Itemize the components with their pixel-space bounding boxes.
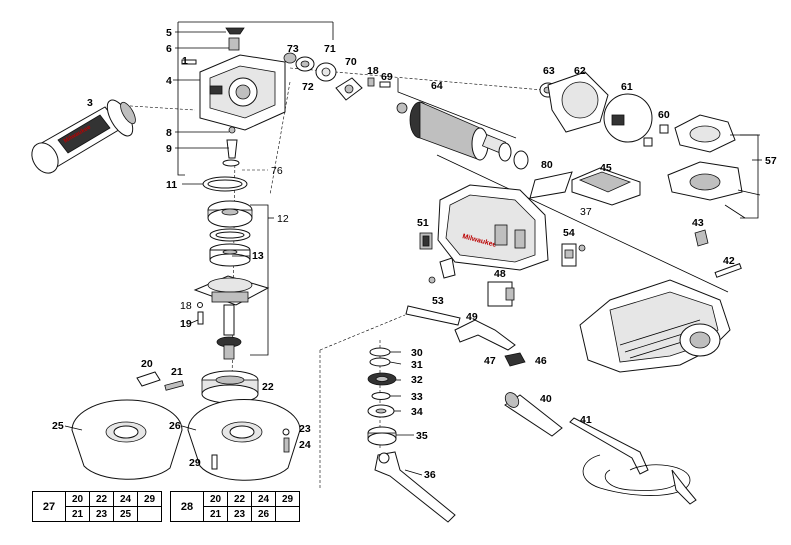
callout-63: 63 bbox=[543, 65, 555, 77]
kit-cell: 25 bbox=[113, 506, 138, 522]
power-cord bbox=[504, 392, 697, 505]
callout-1: 1 bbox=[182, 55, 188, 67]
kit-cell: 22 bbox=[89, 491, 114, 507]
callout-3: 3 bbox=[87, 97, 93, 109]
callout-6: 6 bbox=[166, 43, 172, 55]
callout-37: 37 bbox=[580, 206, 592, 218]
kit-table-27: 27 20 22 24 29 21 23 25 bbox=[32, 491, 162, 522]
callout-71: 71 bbox=[324, 43, 336, 55]
kit-cell: 20 bbox=[65, 491, 90, 507]
wheel-guard-25 bbox=[71, 399, 183, 480]
callout-31: 31 bbox=[411, 359, 423, 371]
kit-cell: 23 bbox=[89, 506, 114, 522]
guard-clamp bbox=[201, 370, 259, 404]
callout-21: 21 bbox=[171, 366, 183, 378]
callout-57: 57 bbox=[765, 155, 777, 167]
brush-holder-parts bbox=[539, 71, 669, 147]
spanner-wrench bbox=[374, 451, 456, 523]
callout-43: 43 bbox=[692, 217, 704, 229]
callout-40: 40 bbox=[540, 393, 552, 405]
label-ticks bbox=[64, 31, 762, 476]
kit-cell: 26 bbox=[251, 506, 276, 522]
callout-45: 45 bbox=[600, 162, 612, 174]
wheel-guard-26 bbox=[187, 398, 301, 481]
callout-61: 61 bbox=[621, 81, 633, 93]
spindle-assembly bbox=[193, 200, 270, 360]
callout-46: 46 bbox=[535, 355, 547, 367]
callout-72: 72 bbox=[302, 81, 314, 93]
callout-26: 26 bbox=[169, 420, 181, 432]
kit-cell bbox=[137, 506, 162, 522]
kit-cell: 24 bbox=[251, 491, 276, 507]
kit-cell bbox=[275, 506, 300, 522]
callout-41: 41 bbox=[580, 414, 592, 426]
callout-69: 69 bbox=[381, 71, 393, 83]
callout-73: 73 bbox=[287, 43, 299, 55]
latch-parts bbox=[136, 371, 184, 391]
callout-5: 5 bbox=[166, 27, 172, 39]
callout-60: 60 bbox=[658, 109, 670, 121]
kit-number: 27 bbox=[32, 491, 66, 522]
kit-cell: 23 bbox=[227, 506, 252, 522]
callout-64: 64 bbox=[431, 80, 443, 92]
callout-11: 11 bbox=[166, 179, 177, 191]
callout-34: 34 bbox=[411, 406, 423, 418]
callout-29: 29 bbox=[189, 457, 201, 469]
callout-18-top: 18 bbox=[367, 65, 379, 77]
callout-13: 13 bbox=[252, 250, 264, 262]
callout-54: 54 bbox=[563, 227, 575, 239]
callout-30: 30 bbox=[411, 347, 423, 359]
switch-plate-parts bbox=[529, 167, 641, 206]
right-small-parts bbox=[561, 229, 742, 278]
kit-cell: 29 bbox=[275, 491, 300, 507]
kit-cell: 20 bbox=[203, 491, 228, 507]
callout-22: 22 bbox=[262, 381, 274, 393]
callout-18-left: 18 bbox=[180, 300, 192, 312]
callout-35: 35 bbox=[416, 430, 428, 442]
top-small-parts bbox=[283, 52, 391, 101]
kit-cell: 21 bbox=[65, 506, 90, 522]
brush-covers bbox=[667, 114, 761, 219]
flange-stack bbox=[367, 347, 397, 446]
side-handle bbox=[31, 99, 136, 174]
leader-lines bbox=[114, 21, 759, 490]
kit-cell: 21 bbox=[203, 506, 228, 522]
callout-20: 20 bbox=[141, 358, 153, 370]
armature bbox=[396, 101, 529, 170]
callout-47: 47 bbox=[484, 355, 496, 367]
callout-labels: 5 6 1 4 3 8 9 11 76 12 13 18 19 20 21 22… bbox=[52, 27, 777, 481]
callout-32: 32 bbox=[411, 374, 423, 386]
callout-53: 53 bbox=[432, 295, 444, 307]
callout-25: 25 bbox=[52, 420, 64, 432]
callout-62: 62 bbox=[574, 65, 586, 77]
callout-48: 48 bbox=[494, 268, 506, 280]
callout-33: 33 bbox=[411, 391, 423, 403]
switch-assembly bbox=[405, 232, 526, 367]
callout-4: 4 bbox=[166, 75, 172, 87]
callout-24: 24 bbox=[299, 439, 311, 451]
callout-42: 42 bbox=[723, 255, 735, 267]
kit-table-28: 28 20 22 24 29 21 23 26 bbox=[170, 491, 300, 522]
kit-cell: 29 bbox=[137, 491, 162, 507]
head-small-parts bbox=[181, 27, 248, 192]
kit-number: 28 bbox=[170, 491, 204, 522]
callout-80: 80 bbox=[541, 159, 553, 171]
callout-8: 8 bbox=[166, 127, 172, 139]
callout-9: 9 bbox=[166, 143, 172, 155]
callout-36: 36 bbox=[424, 469, 436, 481]
rear-housing bbox=[579, 279, 731, 373]
gear-housing bbox=[199, 54, 286, 131]
callout-49: 49 bbox=[466, 311, 478, 323]
kit-cell: 22 bbox=[227, 491, 252, 507]
kit-cell: 24 bbox=[113, 491, 138, 507]
callout-51: 51 bbox=[417, 217, 429, 229]
callout-12: 12 bbox=[277, 213, 289, 225]
motor-housing: Milwaukee bbox=[437, 184, 549, 271]
callout-70: 70 bbox=[345, 56, 357, 68]
callout-23: 23 bbox=[299, 423, 311, 435]
callout-76: 76 bbox=[271, 165, 283, 177]
callout-19: 19 bbox=[180, 318, 192, 330]
